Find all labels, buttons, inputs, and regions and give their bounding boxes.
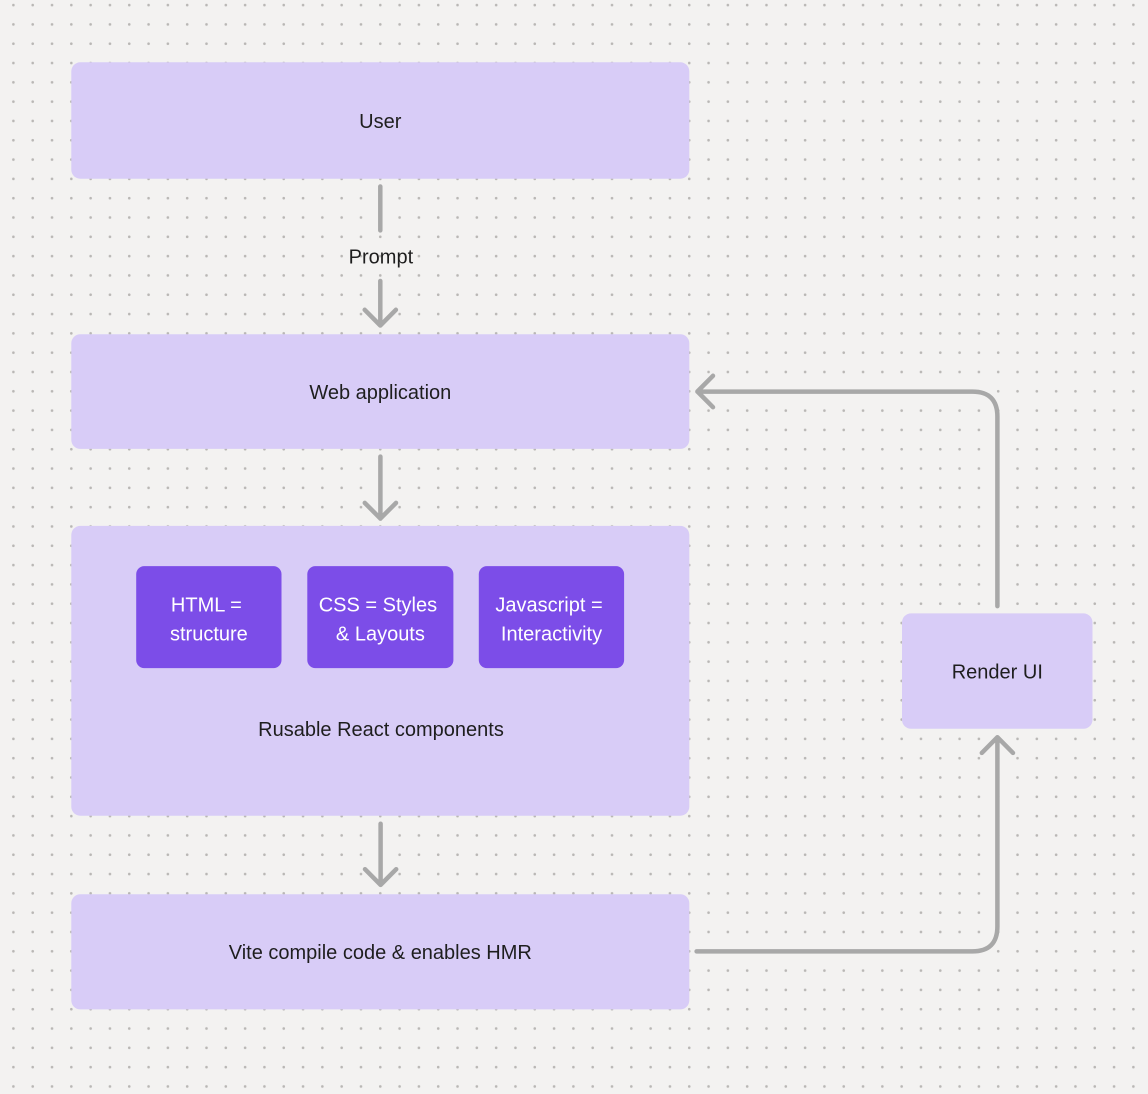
svg-text:& Layouts: & Layouts [336,624,425,646]
svg-text:User: User [359,111,402,133]
svg-text:HTML =: HTML = [171,595,242,617]
svg-text:Web application: Web application [309,382,451,404]
svg-text:Rusable React components: Rusable React components [258,719,504,741]
svg-text:structure: structure [170,624,248,646]
svg-text:Interactivity: Interactivity [501,624,602,646]
svg-text:Javascript =: Javascript = [495,595,602,617]
svg-text:CSS = Styles: CSS = Styles [319,595,437,617]
svg-text:Render UI: Render UI [952,661,1043,683]
svg-text:Vite compile code & enables HM: Vite compile code & enables HMR [229,942,532,964]
svg-text:Prompt: Prompt [349,247,414,269]
